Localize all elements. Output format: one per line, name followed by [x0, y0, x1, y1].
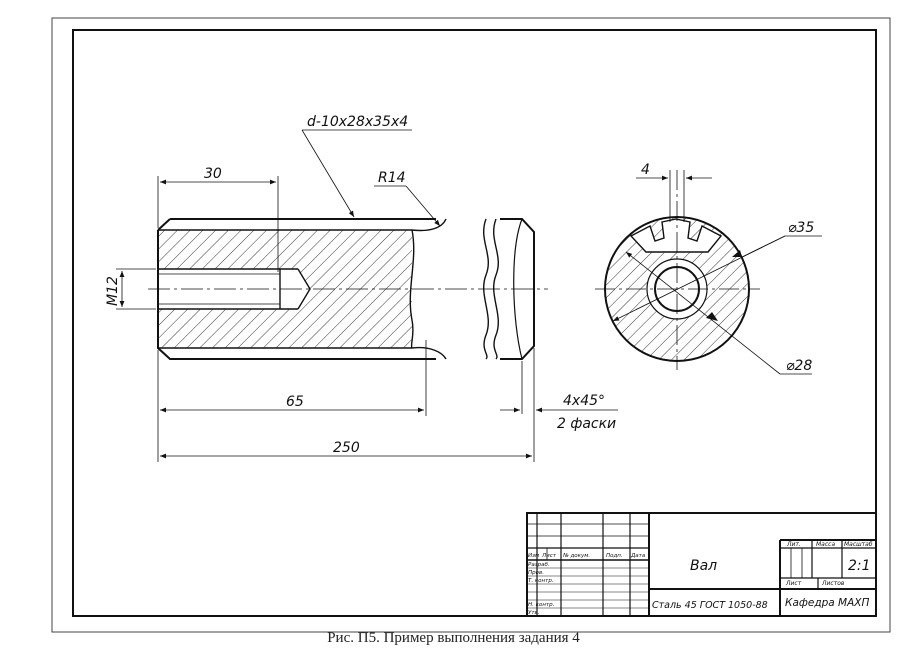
- tb-col-izm: Изм: [528, 553, 539, 559]
- dim-dia28: ⌀28: [625, 251, 812, 375]
- spline-text: d-10x28x35x4: [307, 114, 408, 130]
- tb-row-utv: Утв.: [528, 610, 540, 616]
- dim-30-text: 30: [204, 166, 222, 182]
- section-view: [595, 170, 760, 370]
- tb-hdr-list: Лист: [785, 580, 802, 587]
- dim-65: 65: [157, 340, 427, 462]
- tb-hdr-lit: Лит.: [786, 541, 801, 548]
- tb-row-prov: Пров.: [528, 570, 544, 576]
- tb-row-tkontr: Т. контр.: [528, 578, 554, 584]
- tb-col-doc: № докум.: [562, 553, 590, 559]
- tb-hdr-scale: Масштаб: [844, 541, 873, 548]
- drawing-frame: [72, 29, 877, 617]
- tb-row-nkontr: Н. контр.: [528, 602, 555, 608]
- chamfer-text: 4x45°: [563, 393, 605, 409]
- figure-caption: Рис. П5. Пример выполнения задания 4: [327, 630, 580, 646]
- tb-material: Сталь 45 ГОСТ 1050-88: [652, 600, 768, 611]
- tb-row-razrab: Разраб.: [528, 562, 550, 568]
- dia28-text: ⌀28: [786, 358, 812, 374]
- dim-m12: M12: [105, 268, 156, 310]
- dim-dia35: ⌀35: [612, 220, 822, 322]
- dim-chamfer: 4x45° 2 фаски: [500, 361, 618, 432]
- dim-4-text: 4: [641, 162, 650, 178]
- tb-hdr-mass: Масса: [816, 541, 835, 548]
- r14-leader: R14: [374, 170, 441, 227]
- dim-250: 250: [160, 348, 535, 462]
- dim-250-text: 250: [333, 440, 360, 456]
- tb-col-date: Дата: [630, 553, 646, 559]
- tb-part-name: Вал: [690, 558, 717, 574]
- dim-30: 30: [157, 166, 279, 272]
- dia35-text: ⌀35: [788, 220, 814, 236]
- m12-text: M12: [105, 276, 121, 306]
- spline-leader: d-10x28x35x4: [301, 114, 412, 218]
- tb-scale-value: 2:1: [848, 558, 871, 574]
- dim-65-text: 65: [286, 394, 304, 410]
- tb-col-sign: Подп.: [606, 553, 623, 559]
- shaft-view: [148, 218, 548, 360]
- dim-4: 4: [636, 162, 712, 222]
- r14-text: R14: [378, 170, 406, 186]
- tb-organization: Кафедра МАХП: [785, 597, 869, 609]
- tb-col-list: Лист: [541, 553, 557, 559]
- sheet-border: [51, 17, 891, 633]
- tb-hdr-lists: Листов: [821, 580, 845, 587]
- chamfer-note: 2 фаски: [557, 416, 616, 432]
- title-block: Лит. Масса Масштаб Лист Листов Изм Лист …: [526, 512, 877, 617]
